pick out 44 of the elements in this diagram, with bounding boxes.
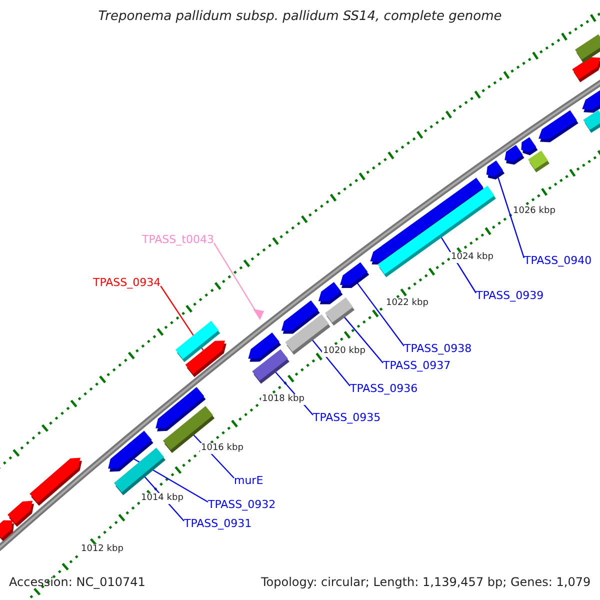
scale-label: 1018 kbp xyxy=(261,394,306,405)
gene-bar xyxy=(521,137,538,156)
gene-bar xyxy=(252,349,290,384)
gene-bar xyxy=(318,282,343,304)
gene-label: murE xyxy=(234,475,264,486)
genome-summary-text: Topology: circular; Length: 1,139,457 bp; Genes: 1,079 xyxy=(261,576,591,588)
scale-label: 1024 kbp xyxy=(450,252,494,263)
gene-label: TPASS_0931 xyxy=(184,518,252,529)
accession-text: Accession: NC_010741 xyxy=(9,576,146,588)
gene-label: TPASS_0936 xyxy=(350,383,418,394)
scale-label: 1012 kbp xyxy=(80,544,124,555)
gene-label: TPASS_0940 xyxy=(524,255,592,266)
gene-bar xyxy=(0,520,14,542)
gene-bar xyxy=(8,500,34,527)
gene-label: TPASS_0937 xyxy=(383,360,451,371)
gene-bar xyxy=(504,145,524,165)
scale-label: 1026 kbp xyxy=(512,206,556,217)
scale-label: 1022 kbp xyxy=(385,298,430,309)
gene-label: TPASS_t0043 xyxy=(142,234,214,245)
leader-line xyxy=(498,177,525,258)
gene-bar xyxy=(582,90,600,113)
gene-bar xyxy=(486,160,504,180)
gene-bar xyxy=(572,57,600,82)
gene-bar xyxy=(340,262,370,288)
leader-line xyxy=(213,242,256,312)
gene-label: TPASS_0938 xyxy=(404,343,472,354)
map-title: Treponema pallidum subsp. pallidum SS14, complete genome xyxy=(97,10,503,23)
scale-label: 1016 kbp xyxy=(200,443,244,454)
leader-line xyxy=(312,340,350,386)
gene-bar xyxy=(583,110,600,133)
gene-label: TPASS_0939 xyxy=(476,290,544,301)
gene-bar xyxy=(325,297,354,326)
scale-label: 1020 kbp xyxy=(322,346,366,357)
gene-bar xyxy=(575,34,600,63)
gene-bar xyxy=(185,340,226,378)
triangle-marker xyxy=(253,309,264,320)
gene-label: TPASS_0935 xyxy=(313,412,381,423)
gene-label: TPASS_0932 xyxy=(208,499,276,510)
scale-label: 1014 kbp xyxy=(140,493,184,504)
gene-bar xyxy=(528,150,550,172)
leader-line xyxy=(344,316,384,364)
gene-bar xyxy=(30,458,82,506)
gene-bar xyxy=(538,110,578,142)
gene-label: TPASS_0934 xyxy=(93,277,161,288)
